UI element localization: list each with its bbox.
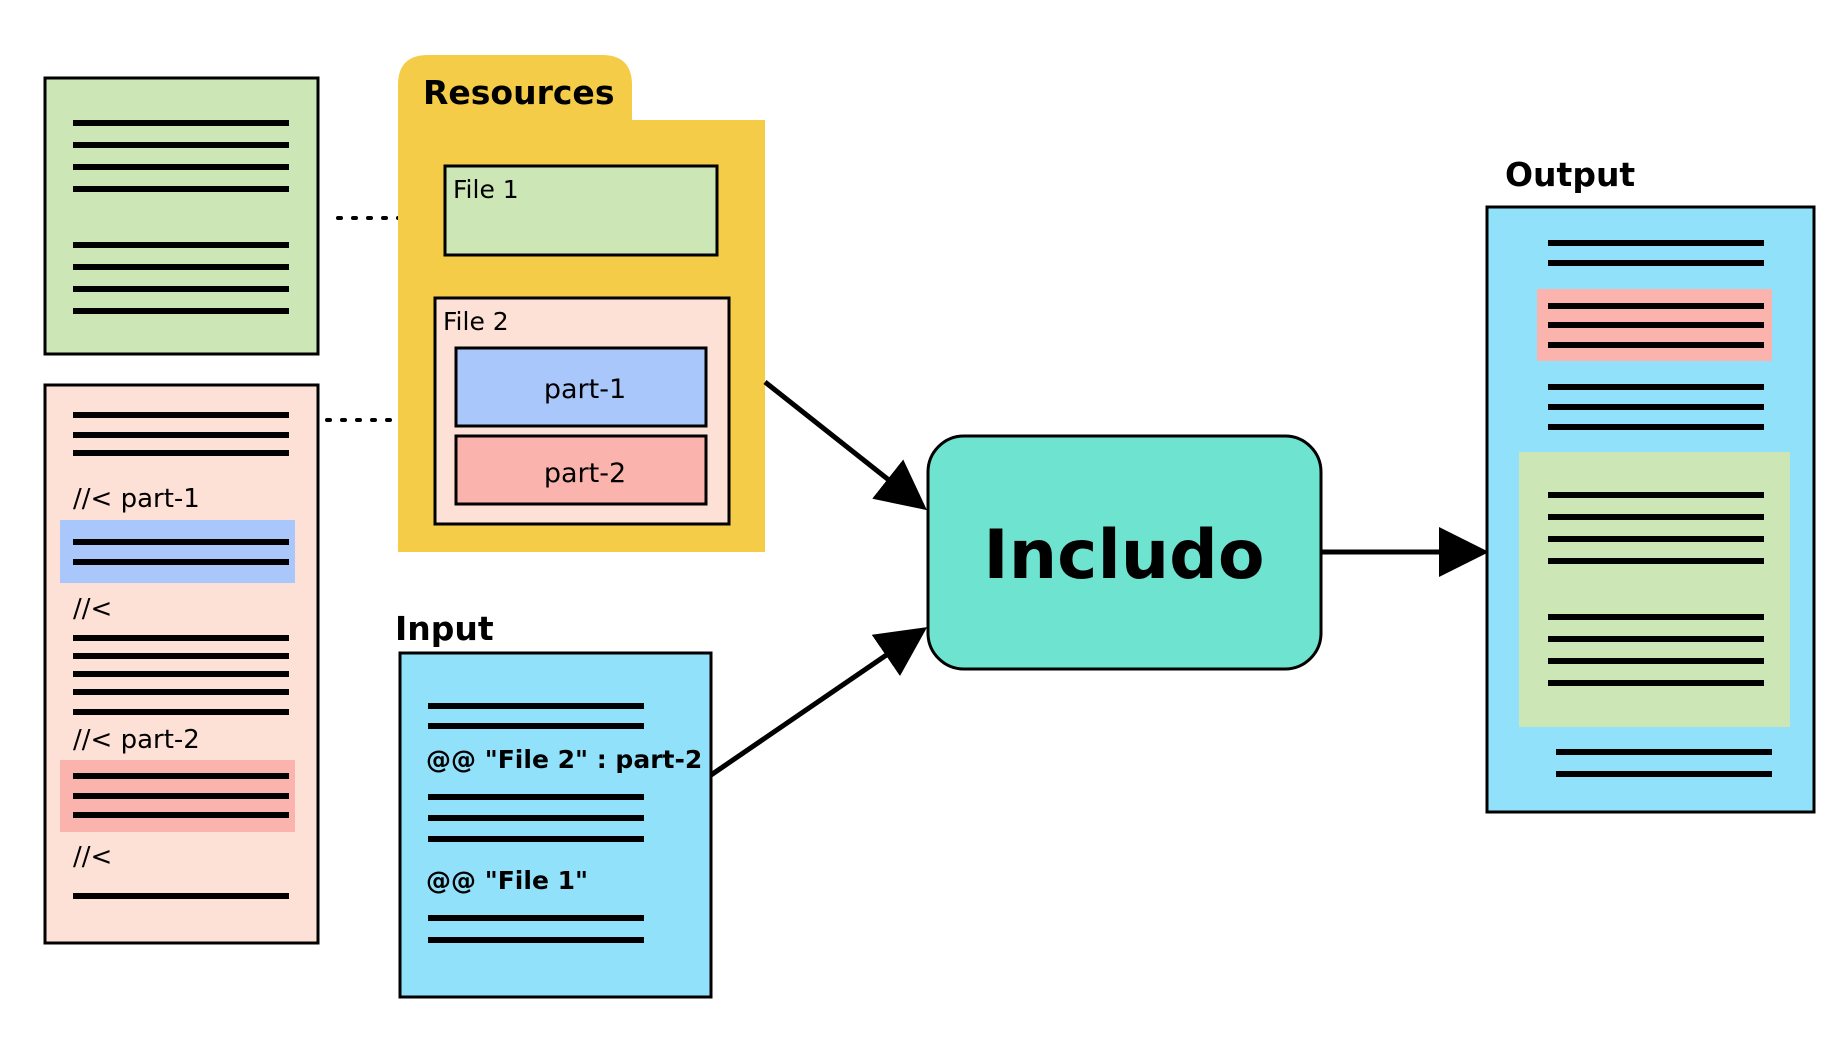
resources-title: Resources xyxy=(423,73,614,112)
output-document: Output xyxy=(1485,155,1816,814)
resource-file1-label: File 1 xyxy=(453,175,519,204)
input-title: Input xyxy=(395,609,494,648)
file1-document xyxy=(43,76,320,356)
arrow-resources-to-includo xyxy=(763,380,927,511)
input-directive-file2: @@ "File 2" : part-2 xyxy=(426,745,702,774)
marker-part1-end: //< xyxy=(73,594,112,624)
resource-file1 xyxy=(443,164,719,257)
input-document: Input @@ "File 2" : part-2 @@ "File 1" xyxy=(395,609,713,999)
marker-part1-start: //< part-1 xyxy=(73,484,200,514)
arrow-input-to-includo xyxy=(709,627,928,778)
input-directive-file1: @@ "File 1" xyxy=(426,866,588,895)
resource-part2-box xyxy=(454,434,708,506)
marker-part2-end: //< xyxy=(73,842,112,872)
resource-file2-label: File 2 xyxy=(443,307,509,336)
output-title: Output xyxy=(1505,155,1635,194)
part1-highlight xyxy=(60,520,295,583)
resource-part1-box xyxy=(454,346,708,428)
marker-part2-start: //< part-2 xyxy=(73,725,200,755)
includo-label: Includo xyxy=(983,516,1264,595)
includo-processor: Includo xyxy=(926,434,1323,671)
resources-folder: Resources File 1 File 2 part-1 part-2 xyxy=(398,55,765,552)
resource-part2-label: part-2 xyxy=(544,458,626,489)
file2-document: //< part-1 //< //< part-2 //< xyxy=(43,383,320,945)
resource-part1-label: part-1 xyxy=(544,374,626,405)
